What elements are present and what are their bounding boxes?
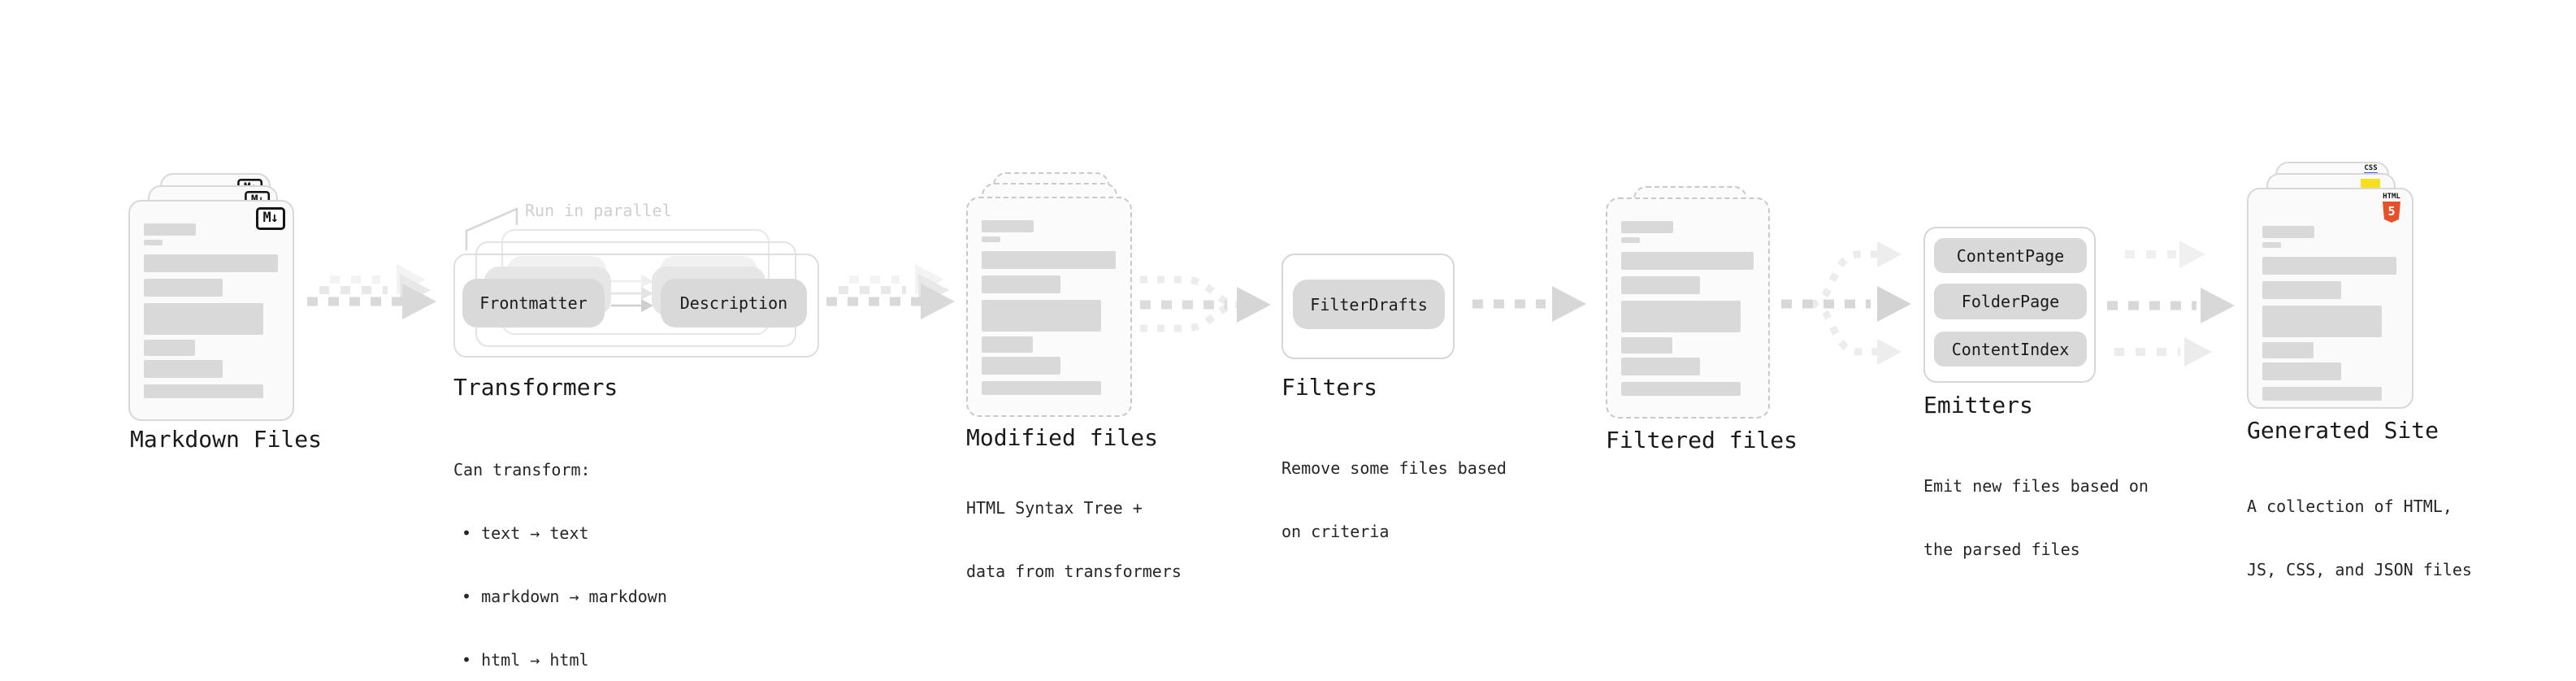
- skeleton-bar: [982, 251, 1116, 269]
- transformers-box-front: [453, 254, 819, 358]
- skeleton-bar: [2262, 342, 2314, 358]
- skeleton-bar: [1621, 252, 1754, 270]
- modified-files-stack: [966, 172, 1137, 417]
- folderpage-pill: FolderPage: [1934, 284, 2087, 319]
- html5-icon: HTML 5: [2382, 193, 2401, 223]
- stage-title-transformers: Transformers: [453, 374, 618, 401]
- transformers-bullet: • html → html: [462, 650, 589, 670]
- filters-desc-line: Remove some files based: [1281, 458, 1507, 478]
- skeleton-bar: [144, 279, 223, 297]
- skeleton-bar: [1621, 221, 1673, 233]
- skeleton-bar: [144, 384, 263, 398]
- stage-title-modified-files: Modified files: [966, 424, 1159, 451]
- markdown-file-card-front: M↓: [128, 200, 294, 421]
- arrow-filters-to-filtered: [1472, 286, 1586, 322]
- stage-title-filtered-files: Filtered files: [1606, 427, 1798, 453]
- transformers-desc-intro: Can transform:: [453, 460, 591, 479]
- skeleton-bar: [982, 220, 1034, 232]
- generated-file-card-html: HTML 5: [2247, 188, 2413, 409]
- skeleton-bar: [2262, 306, 2382, 337]
- emitters-desc-line: the parsed files: [1923, 540, 2080, 559]
- document-skeleton: [1621, 221, 1754, 396]
- arrow-filtered-to-emitters: [1781, 241, 1911, 365]
- transformers-description: Can transform: • text → text • markdown …: [453, 417, 667, 681]
- filterdrafts-pill: FilterDrafts: [1293, 280, 1445, 329]
- filters-desc-line: on criteria: [1281, 522, 1390, 541]
- run-in-parallel-annotation: Run in parallel: [525, 201, 672, 220]
- document-skeleton: [982, 220, 1117, 395]
- stage-title-markdown-files: Markdown Files: [130, 426, 323, 453]
- transformers-bullet: • text → text: [462, 523, 589, 543]
- skeleton-bar: [1621, 382, 1741, 396]
- modified-desc-line: HTML Syntax Tree +: [966, 498, 1143, 518]
- frontmatter-pill: Frontmatter: [462, 279, 605, 327]
- filtered-files-stack: [1606, 186, 1770, 419]
- skeleton-bar: [1621, 276, 1700, 294]
- filtered-file-card-front: [1606, 197, 1770, 419]
- skeleton-bar: [144, 254, 278, 272]
- markdown-files-stack: M↓ M↓ M↓: [128, 173, 327, 421]
- skeleton-bar: [2262, 257, 2396, 275]
- html5-icon-label: HTML: [2383, 193, 2400, 201]
- skeleton-bar: [144, 303, 263, 335]
- description-pill: Description: [661, 279, 807, 327]
- filters-description: Remove some files based on criteria: [1281, 415, 1507, 584]
- emitters-desc-line: Emit new files based on: [1923, 476, 2149, 496]
- skeleton-bar: [1621, 237, 1640, 243]
- transformers-bullet: • markdown → markdown: [462, 587, 667, 606]
- modified-files-description: HTML Syntax Tree + data from transformer…: [966, 455, 1182, 624]
- stage-title-emitters: Emitters: [1923, 392, 2033, 419]
- markdown-icon: M↓: [255, 207, 285, 230]
- skeleton-bar: [2262, 281, 2341, 299]
- skeleton-bar: [2262, 362, 2341, 380]
- modified-file-card-front: [966, 197, 1132, 417]
- arrow-modified-to-filters: [1140, 275, 1271, 332]
- css-icon-label: CSS: [2364, 164, 2378, 172]
- generated-site-stack: CSS HTML 5: [2247, 162, 2413, 409]
- skeleton-bar: [982, 236, 1000, 242]
- arrow-transformers-to-modified: [826, 264, 955, 319]
- skeleton-bar: [144, 360, 223, 378]
- arrow-emitters-to-generated: [2107, 241, 2235, 367]
- document-skeleton: [144, 223, 279, 398]
- stage-title-filters: Filters: [1281, 374, 1378, 401]
- html5-shield-number: 5: [2387, 203, 2396, 219]
- contentpage-pill: ContentPage: [1934, 238, 2087, 273]
- skeleton-bar: [1621, 358, 1700, 375]
- modified-desc-line: data from transformers: [966, 562, 1182, 581]
- skeleton-bar: [2262, 242, 2281, 248]
- skeleton-bar: [1621, 337, 1672, 354]
- javascript-icon: [2361, 179, 2380, 189]
- skeleton-bar: [1621, 301, 1741, 332]
- generated-desc-line: JS, CSS, and JSON files: [2247, 560, 2472, 579]
- skeleton-bar: [982, 275, 1060, 293]
- skeleton-bar: [982, 300, 1101, 332]
- html5-shield: 5: [2383, 202, 2400, 223]
- skeleton-bar: [144, 340, 195, 356]
- contentindex-pill: ContentIndex: [1934, 332, 2087, 367]
- emitters-description: Emit new files based on the parsed files: [1923, 433, 2149, 602]
- skeleton-bar: [144, 240, 163, 245]
- skeleton-bar: [144, 223, 196, 236]
- stage-title-generated-site: Generated Site: [2247, 417, 2439, 444]
- skeleton-bar: [982, 336, 1033, 353]
- skeleton-bar: [982, 381, 1101, 395]
- document-skeleton: [2262, 226, 2398, 401]
- generated-desc-line: A collection of HTML,: [2247, 497, 2452, 516]
- skeleton-bar: [982, 357, 1060, 375]
- generated-site-description: A collection of HTML, JS, CSS, and JSON …: [2247, 453, 2472, 622]
- skeleton-bar: [2262, 387, 2382, 401]
- skeleton-bar: [2262, 226, 2314, 238]
